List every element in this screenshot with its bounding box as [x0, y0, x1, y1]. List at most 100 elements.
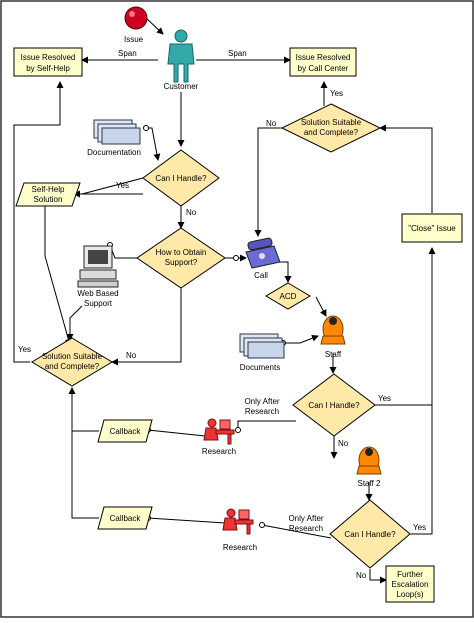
line-callback2-to-suitable — [71, 431, 99, 519]
io-self-help-line-2: Solution — [34, 195, 63, 204]
decision-can-handle-text: Can I Handle? — [155, 174, 207, 183]
computer-icon — [77, 245, 119, 288]
suitable-right-line-1: Solution Suitable — [301, 118, 362, 127]
box-issue-resolved-self-help — [13, 47, 83, 77]
arrow-phone-to-acd — [280, 261, 292, 283]
dot — [143, 125, 149, 131]
line-decision-yes — [81, 177, 144, 195]
span-right-label: Span — [228, 49, 247, 58]
red-start-node — [124, 6, 148, 30]
dot — [235, 427, 241, 433]
customer-label: Customer — [164, 82, 199, 91]
arrow-acd-to-staff — [315, 296, 327, 317]
staff-headset-icon-2 — [356, 446, 382, 475]
decision-suitable-left — [31, 337, 113, 387]
yes-label-left: Yes — [18, 345, 31, 354]
arrow-documentation-to-decision — [146, 127, 161, 161]
staff-headset-icon — [320, 315, 346, 345]
callback-1-label: Callback — [110, 427, 142, 436]
issue-label: Issue — [124, 35, 144, 44]
suitable-left-line-2: and Complete? — [45, 362, 100, 371]
span-left-label: Span — [118, 49, 137, 58]
research-desk-icon-2 — [222, 508, 254, 535]
io-self-help-solution — [15, 182, 81, 207]
yes-label-2: Yes — [378, 394, 391, 403]
line-obtain-to-web — [109, 244, 138, 259]
line-research1-to-callback1 — [147, 429, 206, 437]
yes-label-right: Yes — [330, 89, 343, 98]
dot — [259, 522, 265, 528]
connectors — [13, 17, 436, 584]
further-line-3: Loop(s) — [396, 590, 423, 599]
person-icon — [167, 29, 195, 83]
documents-label: Documents — [240, 363, 280, 372]
web-support-line-1: Web Based — [77, 289, 118, 298]
documents-icon — [93, 119, 141, 145]
callback-2-label: Callback — [110, 514, 142, 523]
decision-acd — [265, 282, 311, 310]
decision-obtain-line-2: Support? — [165, 258, 198, 267]
decision-can-handle-3-text: Can I Handle? — [344, 530, 396, 539]
suitable-left-line-1: Solution Suitable — [42, 352, 103, 361]
self-help-line-1: Issue Resolved — [21, 53, 76, 62]
arrow-decision2-yes-to-close — [375, 247, 436, 406]
suitable-right-line-2: and Complete? — [304, 128, 359, 137]
no-label-2: No — [338, 439, 349, 448]
further-line-1: Further — [397, 570, 423, 579]
research-desk-icon — [203, 418, 235, 445]
after-research-2-line-2: Research — [289, 524, 323, 533]
after-research-2-line-1: Only After — [288, 514, 323, 523]
line-research2-to-callback2 — [147, 517, 226, 524]
box-close-issue — [401, 213, 463, 243]
acd-label: ACD — [280, 292, 297, 301]
arrow-obtain-no — [111, 288, 182, 366]
call-label: Call — [254, 271, 268, 280]
phone-icon — [245, 237, 281, 269]
line-decision2-to-research1 — [237, 420, 296, 430]
no-label-right: No — [266, 119, 277, 128]
close-issue-label: "Close" Issue — [408, 224, 456, 233]
call-center-line-2: by Call Center — [298, 64, 349, 73]
io-self-help-line-1: Self-Help — [32, 185, 65, 194]
arrow-issue-to-customer — [145, 17, 164, 35]
documentation-label: Documentation — [87, 148, 141, 157]
web-support-line-2: Support — [84, 299, 113, 308]
decision-can-handle-2-text: Can I Handle? — [308, 401, 360, 410]
yes-label-1: Yes — [116, 181, 129, 190]
arrow-callback1-to-suitable — [68, 387, 99, 432]
yes-label-3: Yes — [413, 523, 426, 532]
arrow-documents-to-staff — [283, 334, 319, 344]
no-label-left: No — [126, 351, 137, 360]
staff-label: Staff — [325, 350, 342, 359]
arrow-suitable-yes-to-resolved — [13, 81, 64, 363]
decision-can-handle-2 — [292, 373, 376, 437]
after-research-1-line-1: Only After — [244, 397, 279, 406]
research-2-label: Research — [223, 543, 257, 552]
line-decision3-yes — [409, 405, 433, 535]
arrow-close-to-suitable — [379, 124, 433, 213]
after-research-1-line-2: Research — [245, 407, 279, 416]
arrow-selfhelp-to-suitable — [44, 206, 72, 346]
no-label-1: No — [186, 208, 197, 217]
decision-suitable-right — [280, 103, 382, 153]
start-node-highlight — [129, 11, 135, 17]
arrow-web-to-suitable — [66, 305, 83, 341]
self-help-line-2: by Self-Help — [26, 64, 70, 73]
decision-can-handle — [142, 149, 220, 207]
decision-how-to-obtain — [136, 227, 226, 289]
line-decision3-to-research2 — [261, 524, 332, 539]
io-callback-2 — [97, 506, 153, 530]
documents-icon-2 — [239, 333, 285, 359]
staff-2-label: Staff 2 — [358, 479, 382, 488]
arrow-decision3-no — [369, 569, 387, 584]
arrow-suitable-right-no — [254, 127, 282, 237]
decision-can-handle-3 — [329, 499, 411, 569]
call-center-line-1: Issue Resolved — [296, 53, 351, 62]
research-1-label: Research — [202, 447, 236, 456]
no-label-3: No — [356, 571, 367, 580]
decision-obtain-line-1: How to Obtain — [156, 248, 207, 257]
box-issue-resolved-call-center — [289, 47, 357, 77]
